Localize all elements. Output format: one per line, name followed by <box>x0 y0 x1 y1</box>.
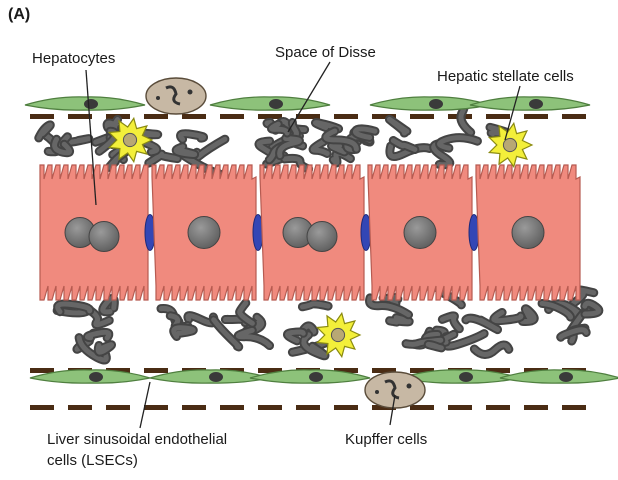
endothelial-nucleus <box>209 372 223 382</box>
wall-dash <box>410 405 434 410</box>
wall-dash <box>182 114 206 119</box>
hepatocyte-nucleus <box>188 217 220 249</box>
wall-dash <box>182 405 206 410</box>
wall-dash <box>220 405 244 410</box>
label-space-of-disse: Space of Disse <box>275 44 376 62</box>
wall-dash <box>334 114 358 119</box>
wall-dash <box>486 405 510 410</box>
stellate-nucleus <box>503 138 516 151</box>
stellate-nucleus <box>331 328 344 341</box>
endothelial-cells-bottom <box>30 370 618 383</box>
label-kupffer-cells: Kupffer cells <box>345 431 427 449</box>
hepatocyte-nucleus <box>512 217 544 249</box>
endothelial-nucleus <box>459 372 473 382</box>
endothelial-nucleus <box>429 99 443 109</box>
wall-dash <box>486 114 510 119</box>
wall-dash <box>562 114 586 119</box>
endothelial-nucleus <box>559 372 573 382</box>
label-hepatic-stellate-cells: Hepatic stellate cells <box>437 68 574 86</box>
endothelial-nucleus <box>269 99 283 109</box>
endothelial-nucleus <box>89 372 103 382</box>
wall-dash <box>296 405 320 410</box>
wall-dash <box>144 368 168 373</box>
kupffer-granule <box>407 384 412 389</box>
hepatocyte-nucleus <box>307 222 337 252</box>
endothelial-cell <box>500 370 618 383</box>
endothelial-nucleus <box>529 99 543 109</box>
wall-dash <box>68 405 92 410</box>
wall-dash <box>524 405 548 410</box>
sinusoid-wall-dashes-bottom <box>30 405 586 410</box>
wall-dash <box>410 114 434 119</box>
wall-dash <box>524 114 548 119</box>
kupffer-granule <box>375 390 379 394</box>
wall-dash <box>220 114 244 119</box>
wall-dash <box>562 405 586 410</box>
endothelial-nucleus <box>84 99 98 109</box>
label-lsec-line2: cells (LSECs) <box>47 452 138 470</box>
kupffer-granule <box>188 90 193 95</box>
wall-dash <box>30 368 54 373</box>
hepatocyte-nucleus <box>89 222 119 252</box>
wall-dash <box>30 405 54 410</box>
hepatocyte-nucleus <box>404 217 436 249</box>
kupffer-granule <box>156 96 160 100</box>
endothelial-nucleus <box>309 372 323 382</box>
hepatocyte-row <box>40 165 580 300</box>
wall-dash <box>258 405 282 410</box>
wall-dash <box>68 114 92 119</box>
label-hepatocytes: Hepatocytes <box>32 50 115 68</box>
label-lsec-line1: Liver sinusoidal endothelial <box>47 431 227 449</box>
stellate-nucleus <box>123 133 136 146</box>
wall-dash <box>144 405 168 410</box>
matrix-fiber-highlight <box>428 344 441 347</box>
wall-dash <box>30 114 54 119</box>
wall-dash <box>448 405 472 410</box>
wall-dash <box>144 114 168 119</box>
panel-label: (A) <box>8 6 30 24</box>
wall-dash <box>334 405 358 410</box>
wall-dash <box>106 405 130 410</box>
